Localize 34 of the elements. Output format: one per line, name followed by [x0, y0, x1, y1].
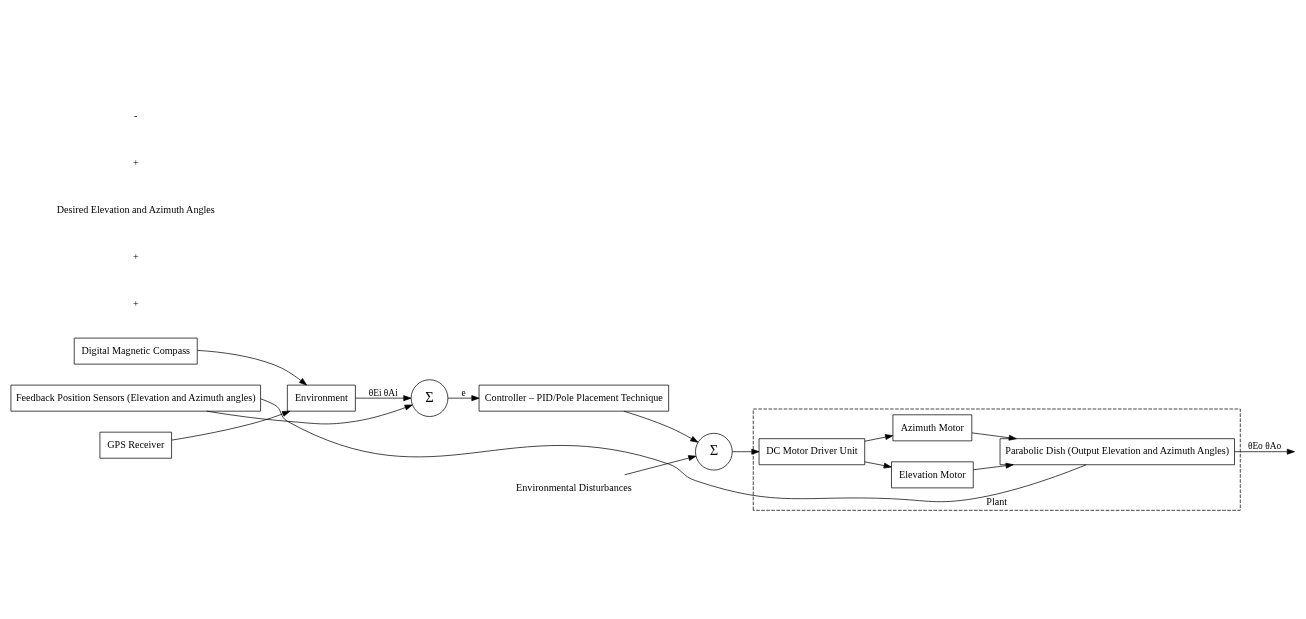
label: Desired Elevation and Azimuth Angles — [56, 203, 215, 215]
node-circle: Σ — [695, 432, 733, 471]
label: + — [132, 297, 139, 309]
node-box: Parabolic Dish (Output Elevation and Azimuth Angles) — [999, 438, 1235, 466]
node-box: GPS Receiver — [99, 431, 172, 459]
arrow — [623, 410, 699, 443]
arrow — [971, 432, 1017, 441]
node-circle: Σ — [410, 379, 449, 417]
label: - — [134, 109, 138, 121]
node-box: Controller – PID/Pole Placement Technique — [478, 384, 669, 412]
arrow — [973, 462, 1014, 471]
arrow — [624, 455, 697, 476]
node-box: Digital Magnetic Compass — [73, 337, 198, 365]
arrow — [447, 395, 480, 402]
node-box: Elevation Motor — [891, 461, 974, 489]
node-box: Feedback Position Sensors (Elevation and Azimuth angles) — [10, 384, 261, 412]
label: + — [132, 250, 139, 262]
arrow — [864, 434, 894, 442]
arrow — [731, 448, 760, 455]
node-box: Environment — [287, 384, 356, 412]
connector — [260, 398, 1087, 503]
arrow — [206, 404, 413, 425]
arrow — [1234, 448, 1295, 455]
arrow — [355, 395, 412, 402]
edge-label: e — [461, 387, 466, 398]
node-box: Azimuth Motor — [892, 414, 973, 442]
arrow — [864, 461, 892, 469]
edge-label: θEi θAi — [368, 387, 398, 398]
arrow — [197, 350, 307, 386]
label: + — [132, 156, 139, 168]
node-box: DC Motor Driver Unit — [758, 438, 866, 466]
arrow — [171, 410, 291, 441]
node-text: Environmental Disturbances — [516, 481, 632, 493]
edge-label: θEo θAo — [1247, 441, 1282, 452]
